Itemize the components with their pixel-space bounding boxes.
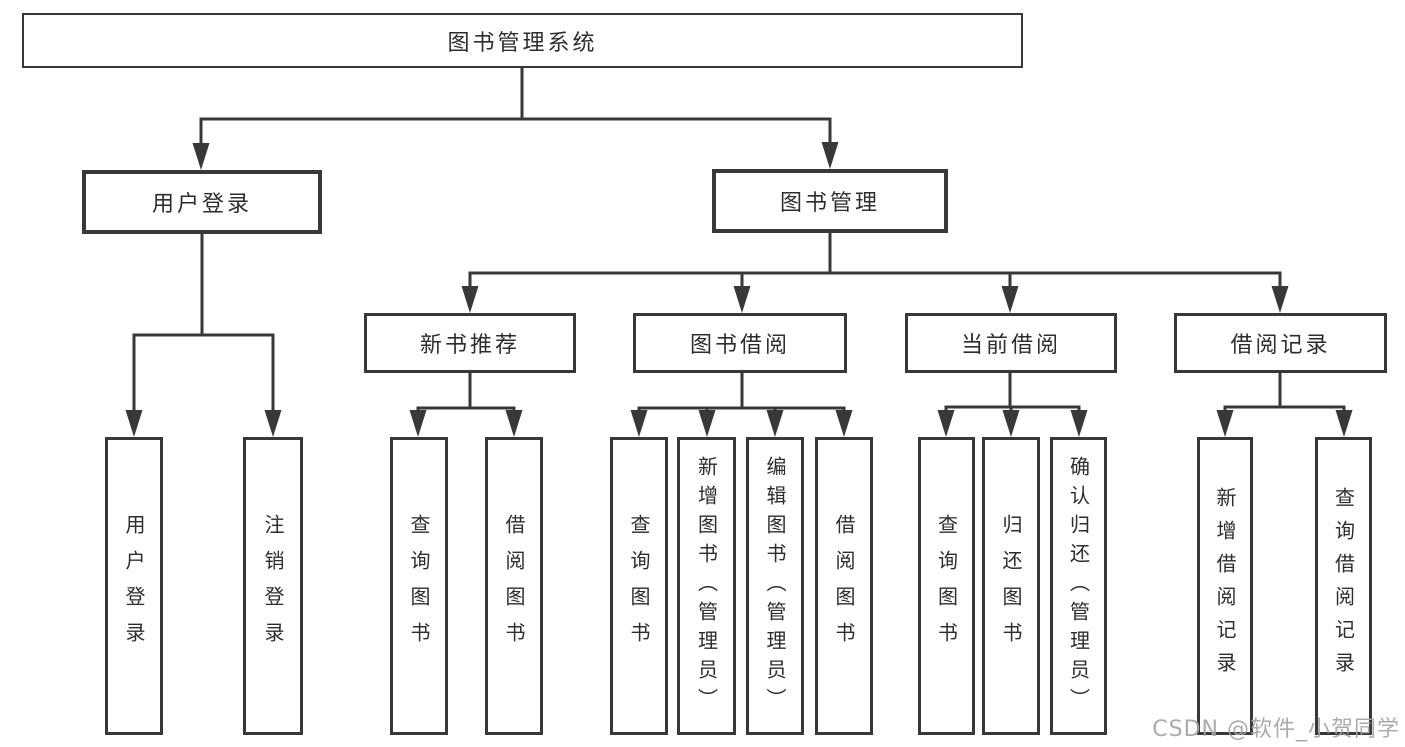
leaf-label: 新增借阅记录 [1213,487,1237,685]
leaf-label: 归还图书 [999,514,1023,658]
node-label: 用户登录 [151,192,252,217]
leaf-add-borrow-record: 新增借阅记录 [1197,437,1253,735]
leaf-user-login: 用户登录 [105,437,163,735]
leaf-edit-books-admin: 编辑图书（管理员） [746,437,804,735]
node-borrow-records: 借阅记录 [1174,313,1387,373]
node-label: 新书推荐 [419,333,520,358]
leaf-label: 借阅图书 [832,514,856,658]
leaf-label: 查询图书 [407,514,431,658]
node-label: 图书管理 [779,191,880,216]
leaf-confirm-return-admin: 确认归还（管理员） [1050,437,1107,735]
node-book-management: 图书管理 [712,169,948,233]
node-library-management-system: 图书管理系统 [22,13,1023,68]
leaf-label: 编辑图书（管理员） [763,455,787,717]
leaf-label: 用户登录 [122,514,146,658]
watermark-text: CSDN @软件_小贺同学 [1152,717,1400,742]
leaf-label: 借阅图书 [502,514,526,658]
node-book-borrow: 图书借阅 [633,313,847,373]
leaf-recommend-borrow-books: 借阅图书 [485,437,543,735]
leaf-borrow-books: 借阅图书 [815,437,873,735]
leaf-recommend-query-books: 查询图书 [390,437,448,735]
node-current-borrow: 当前借阅 [905,313,1117,373]
node-label: 图书借阅 [689,333,790,358]
leaf-logout: 注销登录 [243,437,303,735]
leaf-label: 新增图书（管理员） [694,455,719,717]
leaf-query-borrow-record: 查询借阅记录 [1315,437,1372,735]
node-label: 借阅记录 [1230,333,1331,358]
leaf-add-books-admin: 新增图书（管理员） [677,437,736,735]
leaf-current-query-books: 查询图书 [918,437,975,735]
leaf-label: 确认归还（管理员） [1066,455,1091,717]
node-new-book-recommend: 新书推荐 [364,313,576,373]
arrowheads [125,142,1353,437]
leaf-return-books: 归还图书 [982,437,1040,735]
node-user-login: 用户登录 [82,170,322,234]
leaf-label: 查询图书 [627,514,651,658]
leaf-borrow-query-books: 查询图书 [610,437,668,735]
leaf-label: 查询借阅记录 [1331,487,1356,685]
leaf-label: 查询图书 [934,514,959,658]
node-label: 当前借阅 [960,333,1061,358]
node-label: 图书管理系统 [447,30,598,56]
leaf-label: 注销登录 [261,514,285,658]
